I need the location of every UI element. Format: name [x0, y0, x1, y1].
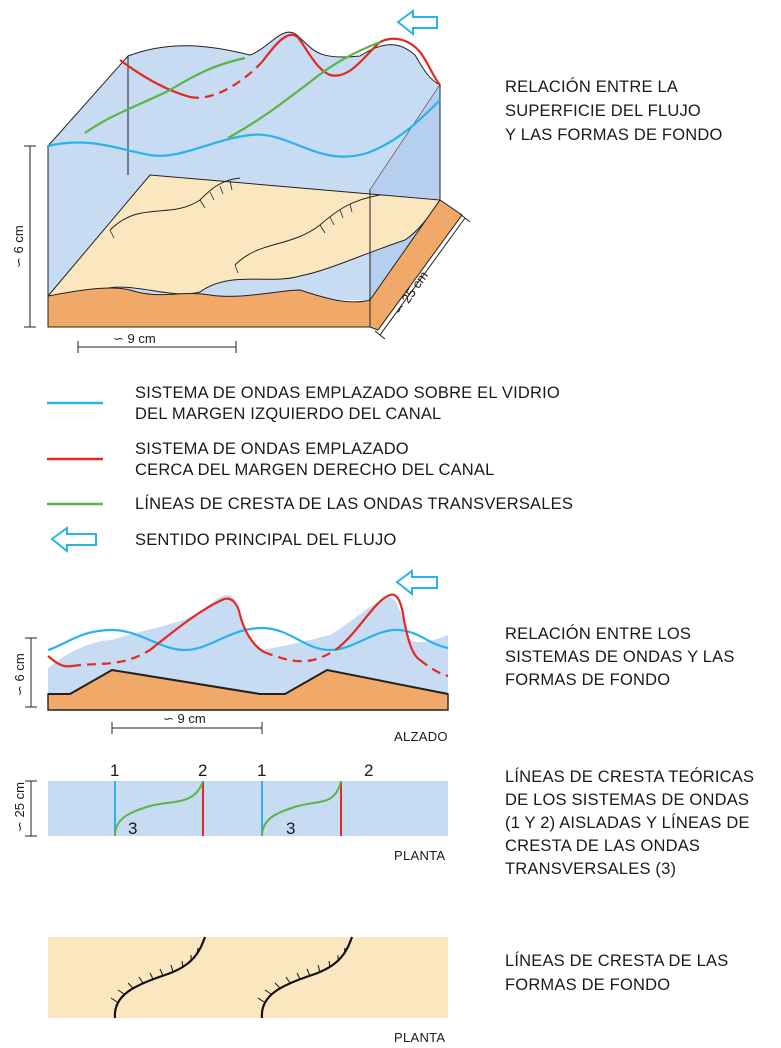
- plan-waves-dim-depth-label: ∽ 25 cm: [12, 782, 27, 832]
- elevation-view-label: ALZADO: [394, 729, 448, 744]
- legend-left-arrow-icon: [50, 526, 97, 554]
- block-dim-width-label: ∽ 9 cm: [113, 331, 156, 346]
- legend-green-text: LÍNEAS DE CRESTA DE LAS ONDAS TRANSVERSA…: [135, 494, 573, 513]
- plan-waves-green-crest-1: [114, 780, 204, 837]
- block-dim-depth: [374, 213, 471, 340]
- block-blue-wave-front: [47, 99, 441, 158]
- block-outline: [47, 56, 441, 328]
- elevation-red-wave-solid-3: [337, 593, 421, 661]
- elevation-dim-height: [25, 637, 37, 708]
- plan-bedforms-crest-1: [113, 936, 207, 1019]
- elevation-red-wave-dash-2: [263, 647, 339, 663]
- block-sand-hatch: [109, 180, 353, 274]
- elevation-bed-profile: [69, 668, 449, 695]
- plan-waves-view-label: PLANTA: [394, 848, 445, 863]
- plan-waves-marker-1a: 1: [110, 761, 119, 780]
- plan-waves-green-crest-2: [261, 780, 342, 837]
- elevation-red-wave-dash-3: [419, 659, 449, 678]
- plan-waves-marker-2b: 2: [364, 761, 373, 780]
- block-green-crest-1: [84, 56, 246, 134]
- plan-bedforms-hatch: [110, 947, 346, 1003]
- block-dim-height-label: ∽ 6 cm: [11, 225, 26, 268]
- plan-bedforms-crest-2: [260, 936, 354, 1019]
- plan-bedforms-caption: LÍNEAS DE CRESTA DE LAS FORMAS DE FONDO: [505, 951, 733, 994]
- elevation-red-wave-solid-1: [47, 655, 73, 668]
- elevation-red-wave-solid-2: [149, 597, 265, 653]
- block-red-wave-dash-1: [189, 61, 263, 99]
- elevation-blue-wave: [47, 626, 449, 652]
- block-green-crest-2: [227, 40, 381, 139]
- elevation-caption: RELACIÓN ENTRE LOS SISTEMAS DE ONDAS Y L…: [505, 624, 739, 689]
- plan-bedforms-sand: [48, 937, 448, 1018]
- block-diagram: ∽ 6 cm ∽ 9 cm ∽ 25 cm RELACIÓN ENTRE LA …: [11, 9, 723, 353]
- block-sand-crest-1: [109, 177, 241, 231]
- block-red-wave-solid-3: [379, 37, 441, 86]
- legend-arrow-text: SENTIDO PRINCIPAL DEL FLUJO: [135, 531, 397, 549]
- elevation-dim-width: [111, 722, 263, 734]
- elevation-flow-arrow-icon: [395, 569, 438, 597]
- plan-waves-water: [48, 781, 448, 836]
- legend-blue-text: SISTEMA DE ONDAS EMPLAZADO SOBRE EL VIDR…: [135, 384, 565, 423]
- plan-waves-diagram: 1 2 1 2 3 3 ∽ 25 cm PLANTA LÍNEAS DE CRE…: [12, 761, 759, 878]
- block-sediment-front: [47, 287, 371, 328]
- elevation-diagram: ∽ 6 cm ∽ 9 cm ALZADO RELACIÓN ENTRE LOS …: [12, 569, 739, 744]
- elevation-dim-height-label: ∽ 6 cm: [12, 653, 27, 696]
- plan-waves-marker-2a: 2: [198, 761, 207, 780]
- plan-waves-dim-depth: [25, 780, 37, 837]
- elevation-red-wave-dash-1: [71, 649, 151, 668]
- plan-waves-marker-3b: 3: [286, 819, 295, 838]
- plan-bedforms-view-label: PLANTA: [394, 1030, 445, 1045]
- block-flow-arrow-icon: [396, 9, 438, 37]
- legend-red-text: SISTEMA DE ONDAS EMPLAZADO CERCA DEL MAR…: [135, 440, 495, 479]
- plan-bedforms-diagram: PLANTA LÍNEAS DE CRESTA DE LAS FORMAS DE…: [48, 936, 733, 1045]
- block-red-wave-solid-1: [119, 59, 191, 99]
- legend: SISTEMA DE ONDAS EMPLAZADO SOBRE EL VIDR…: [47, 384, 573, 554]
- block-red-wave-solid-2: [261, 33, 381, 77]
- plan-waves-marker-1b: 1: [257, 761, 266, 780]
- plan-waves-marker-3a: 3: [128, 819, 137, 838]
- block-caption: RELACIÓN ENTRE LA SUPERFICIE DEL FLUJO Y…: [505, 77, 723, 144]
- block-dim-height: [24, 145, 36, 328]
- block-water-top: [47, 31, 441, 191]
- elevation-dim-width-label: ∽ 9 cm: [163, 711, 206, 726]
- plan-waves-caption: LÍNEAS DE CRESTA TEÓRICAS DE LOS SISTEMA…: [505, 767, 759, 878]
- block-dim-width: [77, 341, 237, 353]
